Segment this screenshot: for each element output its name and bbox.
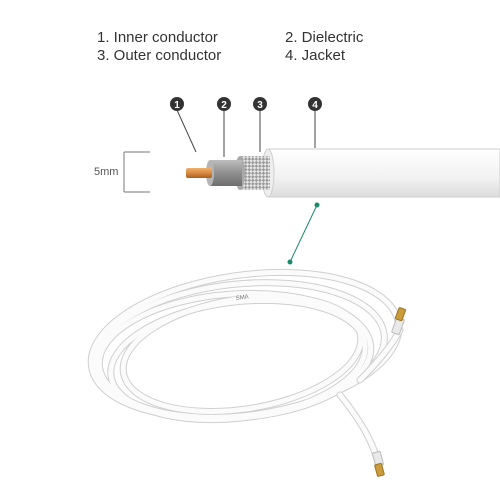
- jacket-layer: [267, 148, 500, 198]
- legend-inner-conductor: 1. Inner conductor: [97, 29, 218, 46]
- marker-1: 1: [170, 97, 184, 111]
- sma-connector-bottom: [372, 450, 385, 477]
- dielectric-layer: [210, 160, 242, 186]
- legend-jacket: 4. Jacket: [285, 47, 346, 64]
- marker-4: 4: [308, 97, 322, 111]
- dimension-label: 5mm: [94, 166, 119, 178]
- marker-4-label: 4: [312, 100, 318, 111]
- sma-connector-top: [391, 307, 407, 336]
- leader-lines: [176, 109, 316, 157]
- callout-connector: [287, 202, 320, 265]
- marker-1-label: 1: [174, 100, 180, 111]
- legend-outer-conductor: 3. Outer conductor: [97, 47, 222, 64]
- marker-3-label: 3: [257, 100, 263, 111]
- coiled-cable: [87, 268, 404, 466]
- legend-dielectric: 2. Dielectric: [285, 29, 364, 46]
- marker-2: 2: [217, 97, 231, 111]
- marker-3: 3: [253, 97, 267, 111]
- cable-cross-section: [186, 148, 500, 198]
- inner-conductor: [186, 168, 212, 178]
- cable-print-text: SMA: [235, 294, 249, 302]
- marker-2-label: 2: [221, 100, 227, 111]
- dimension-bracket: [123, 151, 150, 193]
